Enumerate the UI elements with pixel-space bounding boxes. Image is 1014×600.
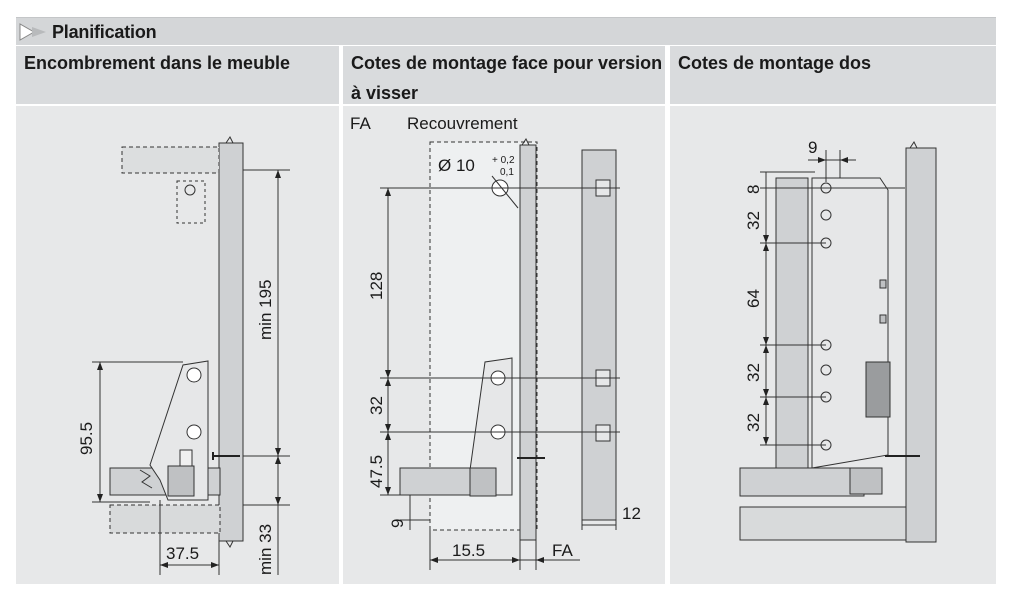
section-header: Planification [16,17,996,45]
side-view-panel [581,149,617,521]
dim-fa: FA [552,541,573,560]
dim-min33: min 33 [256,524,275,575]
screw [212,452,240,460]
dim-9: 9 [388,519,407,528]
dim-15-5: 15.5 [452,541,485,560]
label-fa: FA [350,114,371,133]
label-recouvrement: Recouvrement [407,114,518,133]
top-shelf-dashed [121,146,220,174]
hole-box-dashed [176,180,206,224]
dim-8: 8 [744,185,763,194]
panel-encombrement [16,106,339,584]
side-panel [519,144,537,541]
column-heading-montage-dos: Cotes de montage dos [670,46,996,104]
column-heading-encombrement: Encombrement dans le meuble [16,46,339,104]
dim-9: 9 [808,138,817,157]
dim-32: 32 [367,396,386,415]
dim-37-5: 37.5 [166,544,199,563]
dim-47-5: 47.5 [367,455,386,488]
front-bracket [149,360,209,501]
tolerance-minus: 0,1 [500,167,514,178]
dim-32a: 32 [744,211,763,230]
clip-block [865,361,891,418]
section-title: Planification [52,22,157,42]
drawer-bottom [739,467,865,497]
flag-icon [19,23,46,41]
lower-board-dashed [109,504,221,534]
dim-128: 128 [367,272,386,300]
cabinet-bottom [739,506,907,541]
tolerance-plus: + 0,2 [492,155,515,166]
dim-64: 64 [744,289,763,308]
dim-95-5: 95.5 [77,422,96,455]
cabinet-side-panel [218,142,244,542]
dim-32b: 32 [744,363,763,382]
cabinet-side [905,147,937,543]
hole-diameter: Ø 10 [438,156,475,175]
back-bracket [811,177,889,469]
dim-32c: 32 [744,413,763,432]
back-board [775,177,809,469]
dim-12: 12 [622,504,641,523]
column-heading-montage-face: Cotes de montage face pour version à vis… [343,46,665,104]
dim-min195: min 195 [256,280,275,340]
